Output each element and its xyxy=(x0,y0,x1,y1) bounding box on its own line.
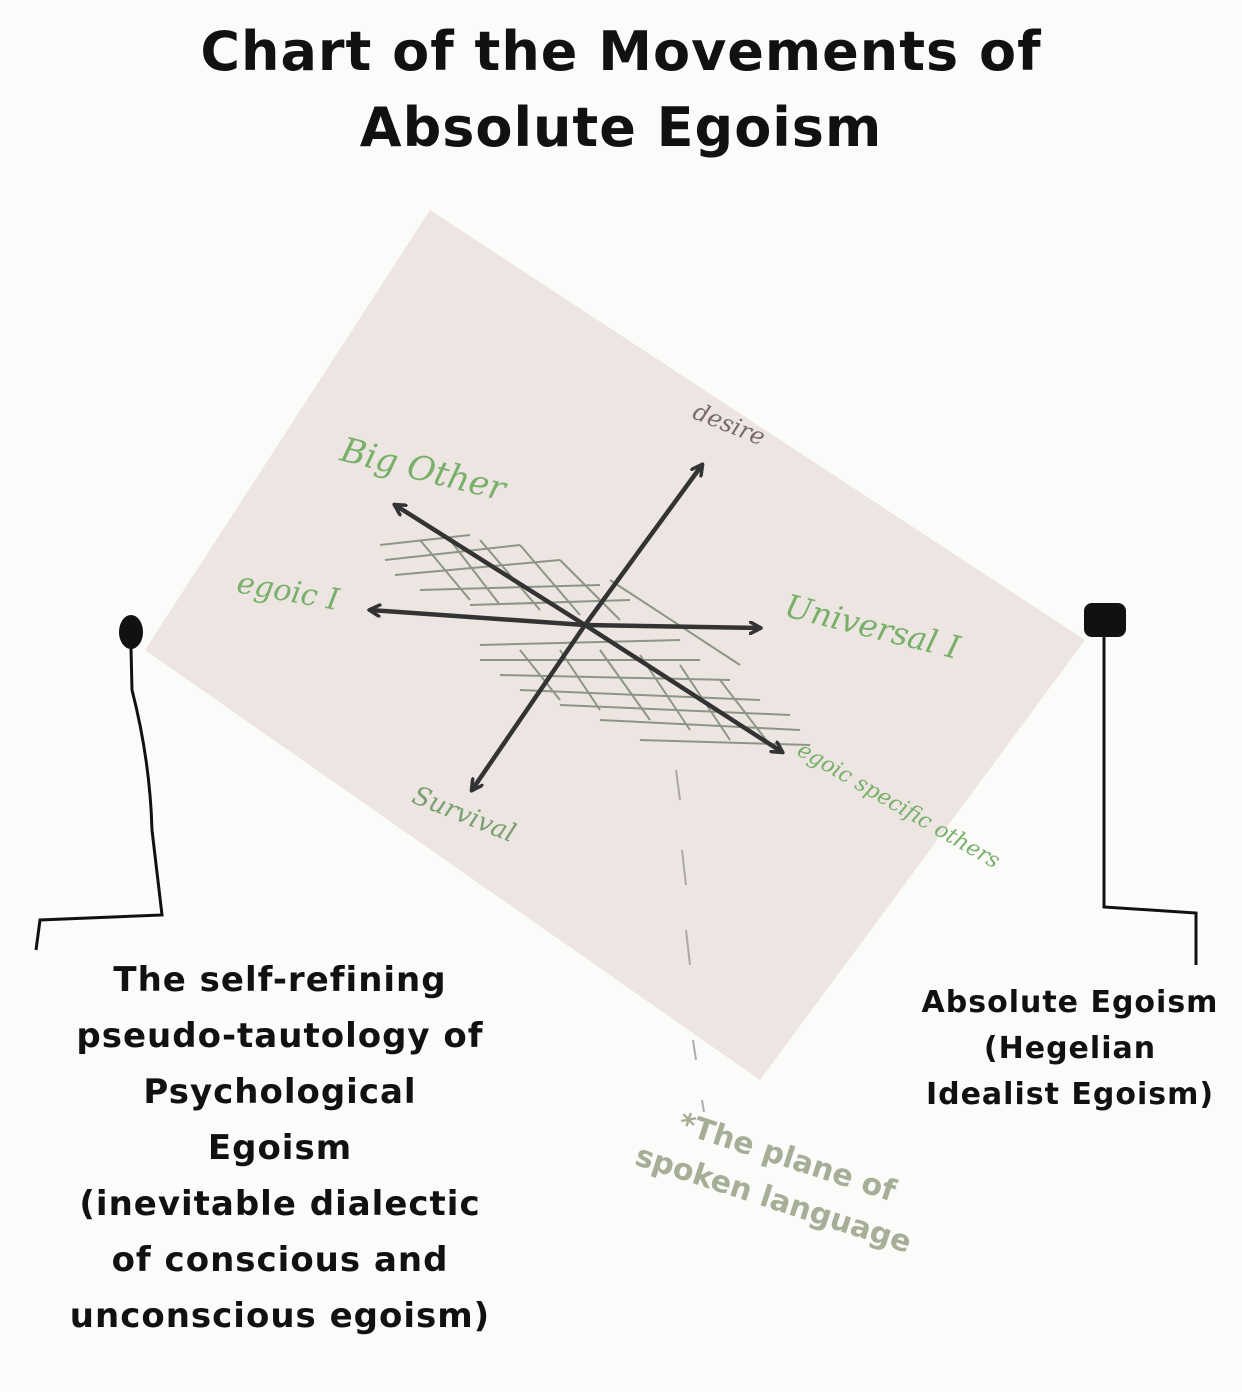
caption-absolute-egoism: Absolute Egoism (Hegelian Idealist Egois… xyxy=(900,980,1240,1118)
caption-left-line: unconscious egoism) xyxy=(69,1296,491,1336)
axis-survival xyxy=(472,622,588,790)
axis-egoic-i xyxy=(370,610,588,628)
right-leader-line xyxy=(1102,636,1198,965)
right-pointer xyxy=(1084,603,1198,965)
title-line-2: Absolute Egoism xyxy=(359,96,883,159)
caption-right-line: Idealist Egoism) xyxy=(925,1077,1215,1112)
axis-big-other xyxy=(395,505,588,628)
caption-left-line: Egoism xyxy=(207,1128,353,1168)
caption-left-line: pseudo-tautology of xyxy=(76,1016,484,1056)
hatched-plane xyxy=(379,534,811,746)
caption-psychological-egoism: The self-refining pseudo-tautology of Ps… xyxy=(20,952,540,1344)
title-line-1: Chart of the Movements of xyxy=(200,20,1042,83)
note-dashed-line xyxy=(675,769,705,1113)
left-marker-blob xyxy=(119,615,143,649)
axis-desire xyxy=(582,465,702,628)
left-pointer xyxy=(34,615,164,951)
caption-left-line: The self-refining xyxy=(113,960,447,1000)
axes xyxy=(370,465,782,790)
axis-egoic-specific-others xyxy=(582,622,782,752)
chart-title: Chart of the Movements of Absolute Egois… xyxy=(0,14,1242,166)
caption-left-line: of conscious and xyxy=(111,1240,449,1280)
right-marker-blob xyxy=(1084,603,1126,637)
caption-right-line: (Hegelian xyxy=(983,1031,1157,1066)
caption-left-line: Psychological xyxy=(143,1072,417,1112)
caption-left-line: (inevitable dialectic xyxy=(79,1184,481,1224)
caption-right-line: Absolute Egoism xyxy=(921,985,1219,1020)
left-leader-line xyxy=(34,647,164,951)
axis-universal-i xyxy=(582,625,760,628)
